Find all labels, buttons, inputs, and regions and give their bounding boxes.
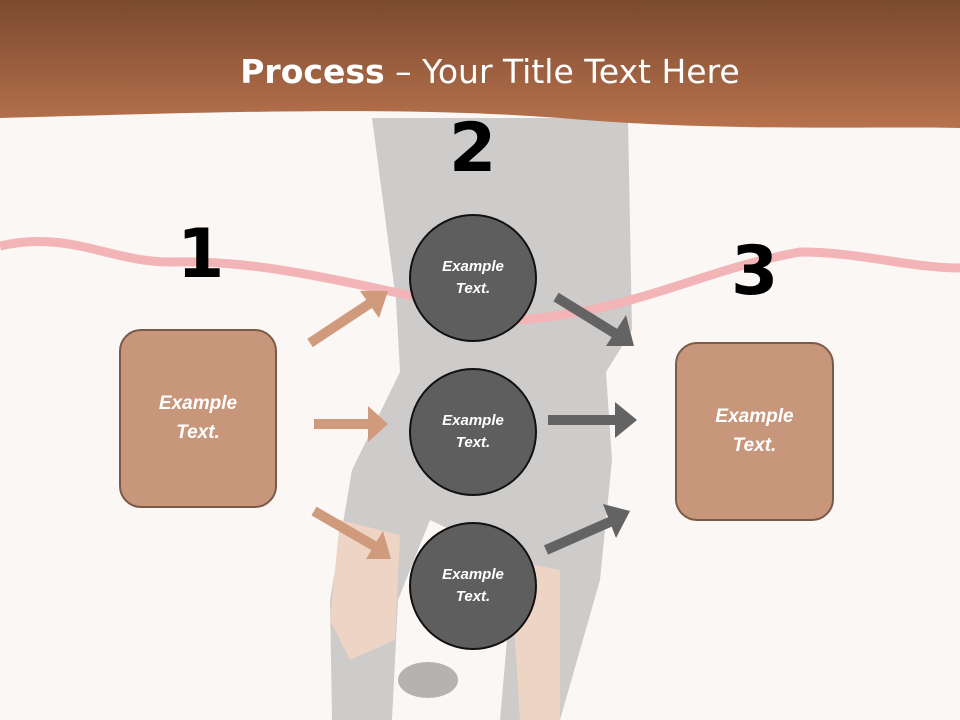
- step-1-text: Example Text.: [158, 393, 238, 443]
- step-number-2: 2: [449, 109, 497, 188]
- arrow-to-bottom-circle: [311, 506, 391, 559]
- step-2-text-bottom: Example Text.: [442, 565, 504, 606]
- step-2-text-middle: Example Text.: [442, 411, 504, 452]
- arrow-to-middle-circle: [314, 406, 388, 442]
- step-3-box: Example Text.: [675, 342, 834, 521]
- arrow-from-top-circle: [553, 292, 634, 346]
- title-rest: – Your Title Text Here: [384, 52, 740, 91]
- arrow-from-middle-circle: [548, 402, 637, 438]
- step-2-circle-bottom: Example Text.: [409, 522, 537, 650]
- step-number-3: 3: [731, 232, 779, 311]
- header-band: [0, 0, 960, 128]
- step-number-1: 1: [177, 215, 225, 294]
- arrows: [307, 291, 637, 559]
- step-2-text-top: Example Text.: [442, 257, 504, 298]
- step-3-text: Example Text.: [715, 406, 794, 456]
- step-1-box: Example Text.: [119, 329, 277, 508]
- slide-title: Process – Your Title Text Here: [0, 52, 960, 91]
- arrow-from-bottom-circle: [543, 504, 630, 555]
- step-2-circle-middle: Example Text.: [409, 368, 537, 496]
- arrow-to-top-circle: [307, 291, 388, 348]
- title-bold: Process: [240, 52, 385, 91]
- step-2-circle-top: Example Text.: [409, 214, 537, 342]
